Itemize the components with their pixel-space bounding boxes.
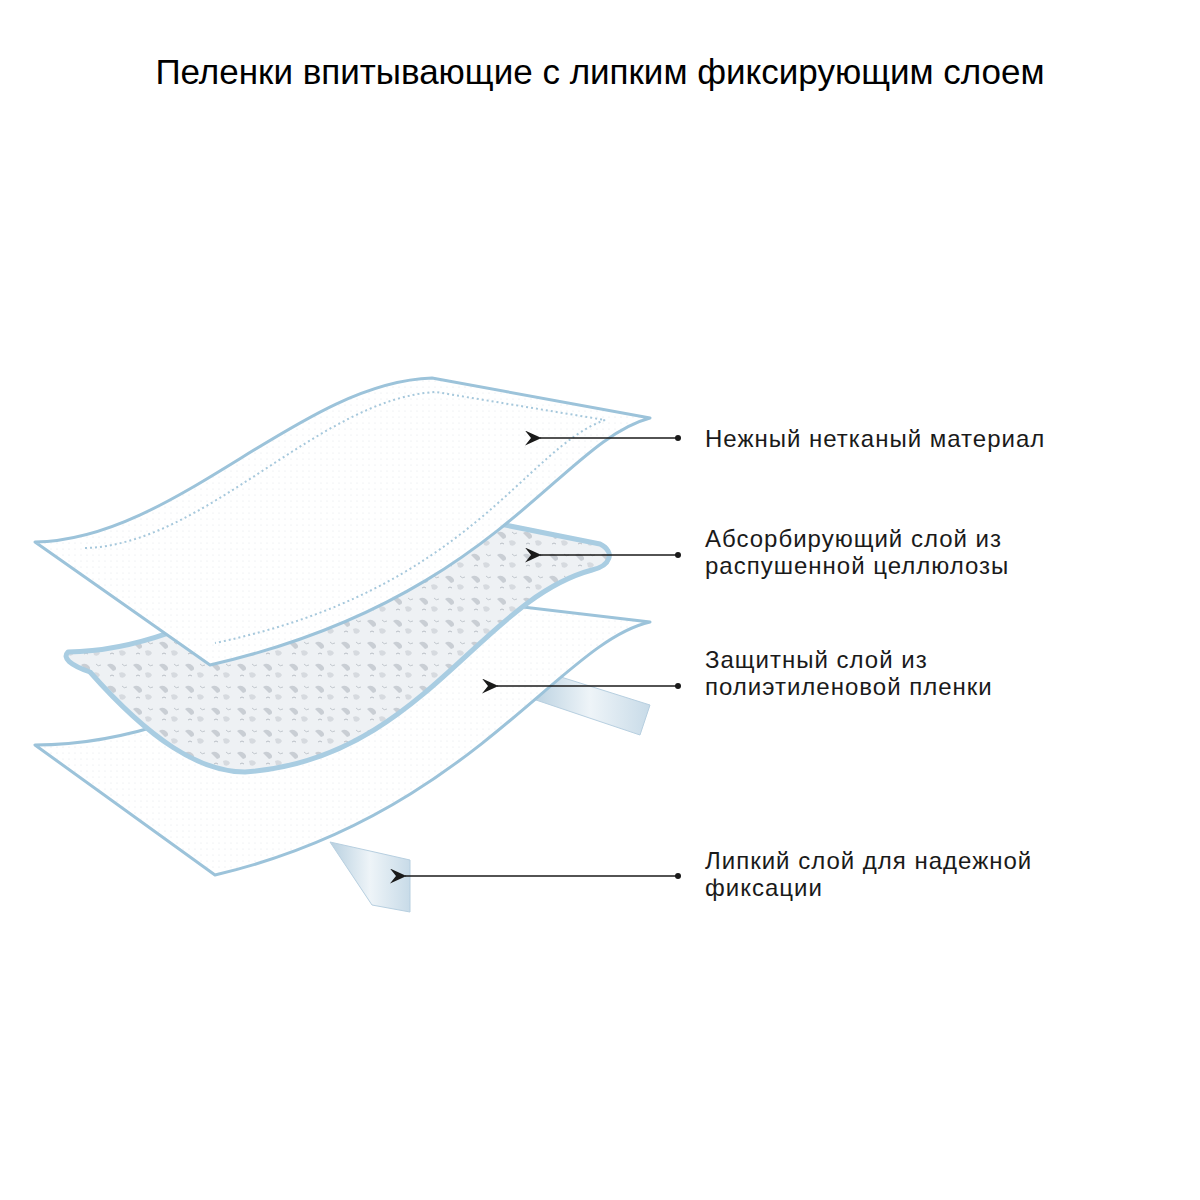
nonwoven-layer: [35, 378, 650, 665]
callout-label: Липкий слой для надежной фиксации: [705, 847, 1125, 901]
seam-stitch: [85, 392, 605, 643]
callout-label: Нежный нетканый материал: [705, 425, 1145, 452]
leader-lines: [405, 438, 676, 876]
title: Пеленки впитывающие с липким фиксирующим…: [0, 52, 1200, 92]
callout-label: Абсорбирующий слой из распушенной целлюл…: [705, 525, 1145, 579]
leader-dots: [675, 435, 681, 879]
callout-label: Защитный слой из полиэтиленовой пленки: [705, 646, 1125, 700]
